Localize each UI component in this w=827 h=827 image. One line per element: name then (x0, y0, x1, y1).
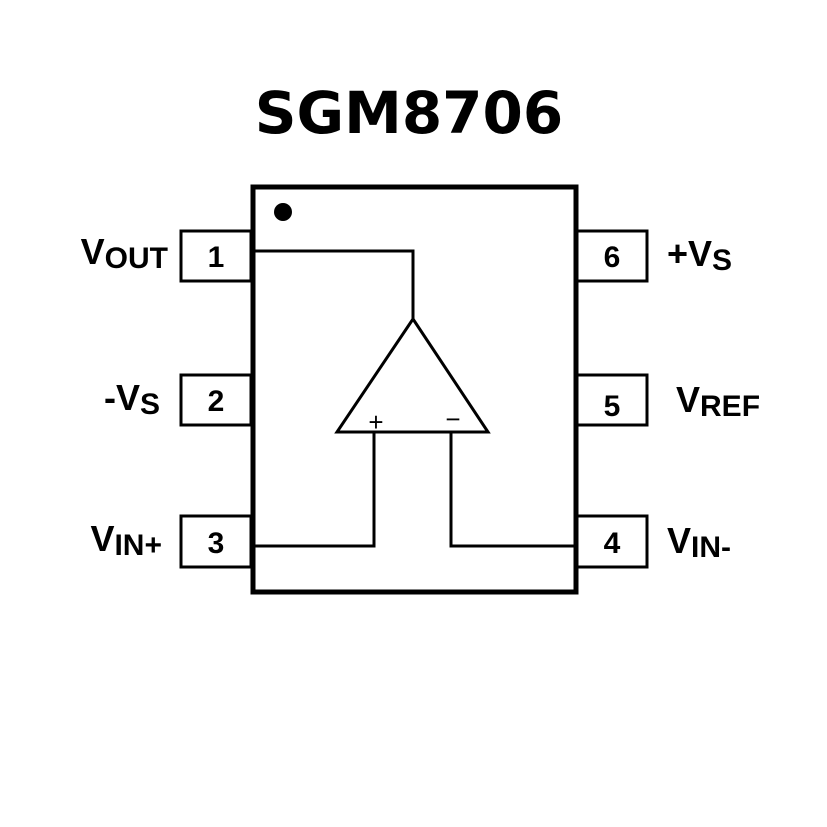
pin-5-label-sub: REF (700, 390, 760, 423)
pin-2-number: 2 (208, 385, 225, 418)
plus-sign: + (368, 407, 383, 437)
pin-4-label-main: V (667, 520, 691, 561)
pin-5-number: 5 (604, 390, 621, 423)
pin-2-label-main: -V (104, 377, 140, 418)
pin-1-label: VOUT (81, 231, 168, 275)
minus-sign: − (445, 404, 460, 434)
pin-3-label-main: V (90, 518, 114, 559)
pin-5-label: VREF (676, 379, 760, 423)
pin-3-number: 3 (208, 527, 225, 560)
pin-4-number: 4 (604, 527, 621, 560)
opamp-symbol (334, 316, 491, 434)
pin-1-pad (179, 229, 253, 283)
pin-5-label-main: V (676, 379, 700, 420)
pin-4-label-sub: IN- (691, 531, 731, 564)
pin-4-pad (575, 514, 649, 569)
output-wire (255, 249, 415, 319)
pin-6-label: +VS (667, 233, 732, 277)
pin1-indicator-dot (274, 203, 292, 221)
pin-1-label-sub: OUT (105, 242, 168, 275)
pin-6-number: 6 (604, 241, 621, 274)
pin-2-label: -VS (104, 377, 160, 421)
pin-3-label-sub: IN+ (114, 529, 162, 562)
pin-2-pad (179, 373, 253, 427)
pin-1-number: 1 (208, 241, 225, 274)
pin-4-label: VIN- (667, 520, 731, 564)
chip-title: SGM8706 (255, 79, 564, 147)
pin-6-label-sub: S (712, 244, 732, 277)
pin-3-pad (179, 514, 253, 569)
pin-1-label-main: V (81, 231, 105, 272)
inverting-input-wire (449, 432, 575, 548)
pin-5-pad (575, 373, 649, 427)
pin-6-label-main: +V (667, 233, 712, 274)
pin-3-label: VIN+ (90, 518, 162, 562)
pin-2-label-sub: S (140, 388, 160, 421)
noninverting-input-wire (255, 432, 376, 548)
